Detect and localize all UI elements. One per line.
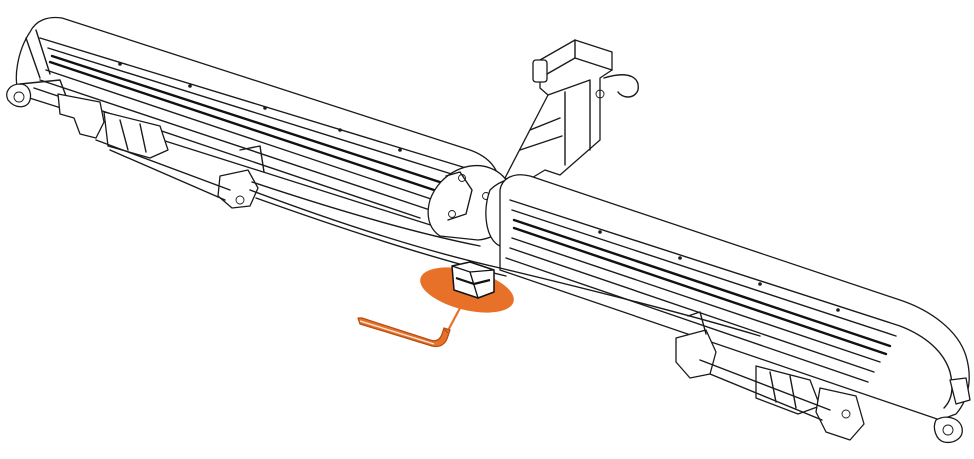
hex-key-icon bbox=[357, 317, 451, 348]
right-tray bbox=[499, 174, 971, 444]
hitch-receiver-tube bbox=[504, 39, 639, 186]
left-tray bbox=[6, 16, 501, 229]
left-wheel-clamp bbox=[57, 93, 265, 209]
bolt-icon bbox=[451, 261, 495, 299]
right-wheel-clamp bbox=[675, 311, 865, 441]
